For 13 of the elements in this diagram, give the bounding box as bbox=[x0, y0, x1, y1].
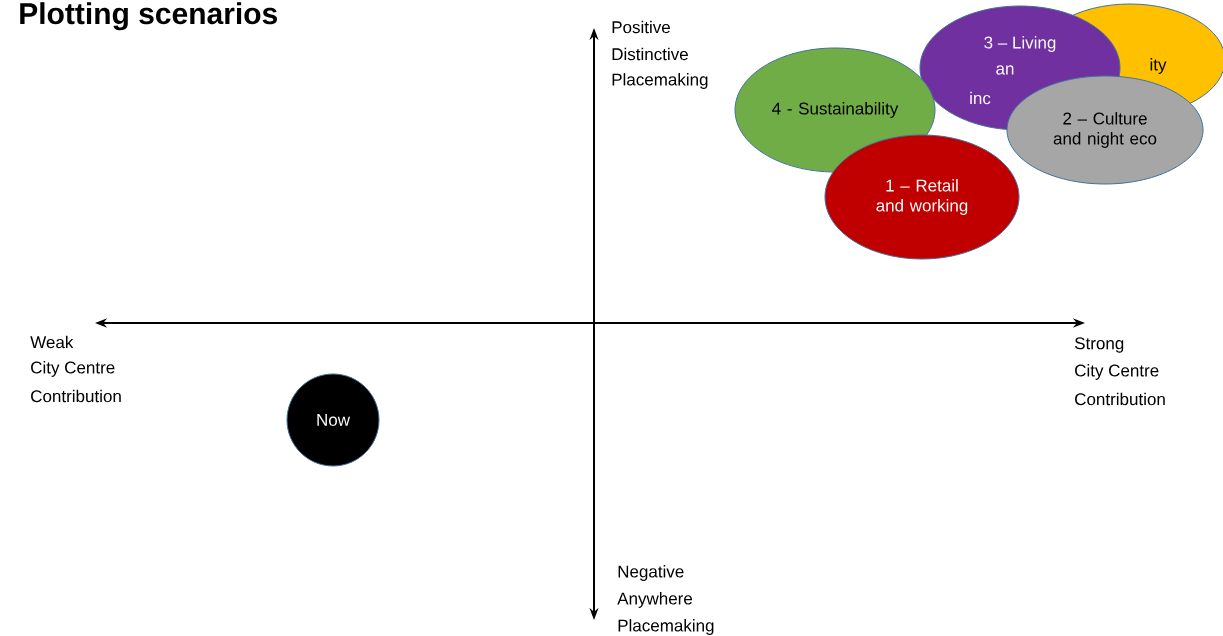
axis-label: City Centre bbox=[1075, 364, 1159, 380]
axis-label: Placemaking bbox=[612, 73, 708, 89]
axis-label: Weak bbox=[30, 335, 74, 349]
axis-label: Contribution bbox=[31, 389, 121, 403]
axis-label: Contribution bbox=[1075, 392, 1165, 406]
title: Plotting scenarios bbox=[20, 2, 277, 31]
axis-label: Strong bbox=[1074, 337, 1124, 353]
axis-label: Placemaking bbox=[618, 619, 714, 635]
axis-label: Distinctive bbox=[612, 47, 688, 61]
axis-label: Anywhere bbox=[617, 592, 693, 608]
axis-label: City Centre bbox=[31, 361, 115, 377]
axis-label: Negative bbox=[618, 565, 684, 581]
axis-label: Positive bbox=[612, 20, 670, 34]
